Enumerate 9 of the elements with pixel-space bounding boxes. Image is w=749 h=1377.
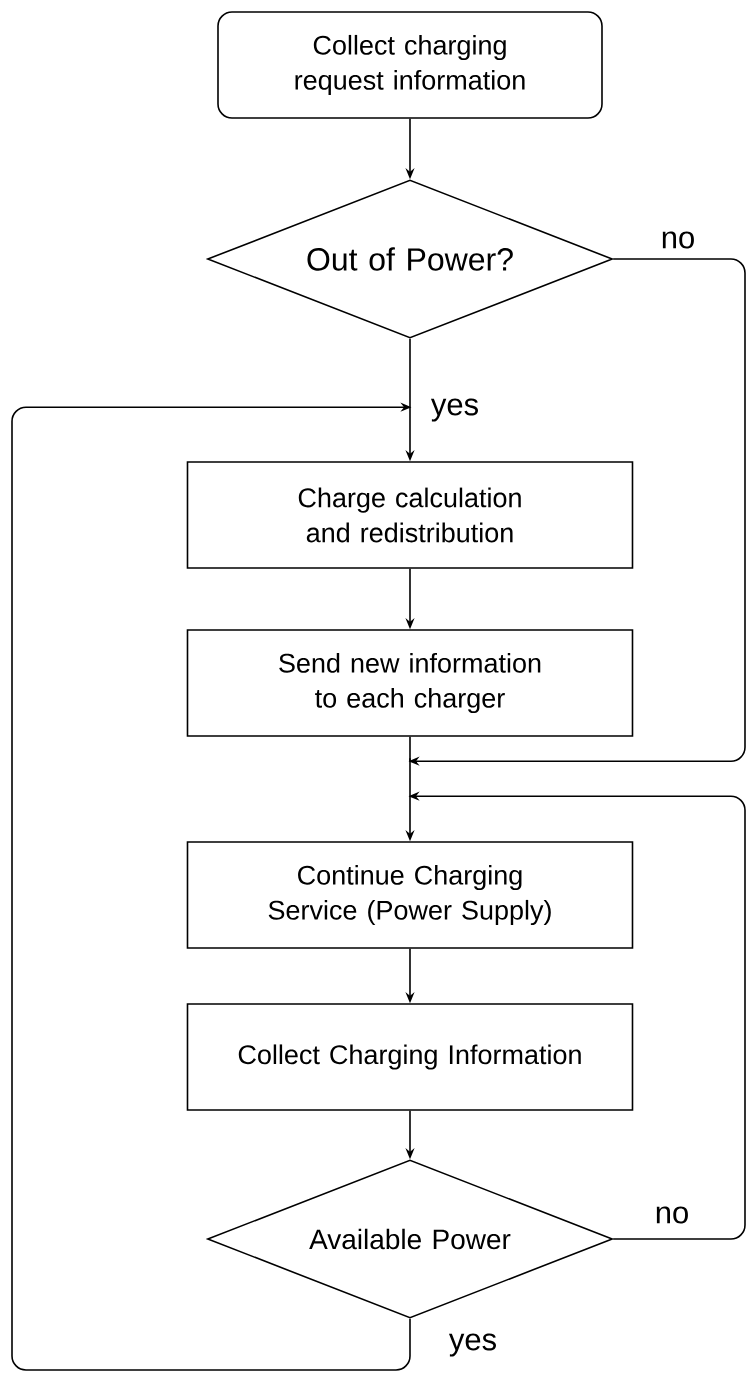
process-box: Continue Charging Service (Power Supply) <box>186 841 634 949</box>
edge-label: no <box>653 1205 691 1225</box>
edge-label: yes <box>429 397 481 423</box>
start-box: Collect charging request information <box>217 11 603 119</box>
process-box: Charge calculation and redistribution <box>186 461 634 569</box>
process-box: Collect Charging Information <box>186 1003 634 1111</box>
edge-label: yes <box>447 1332 499 1358</box>
process-box: Send new information to each charger <box>186 629 634 737</box>
edge-label: no <box>659 230 697 250</box>
